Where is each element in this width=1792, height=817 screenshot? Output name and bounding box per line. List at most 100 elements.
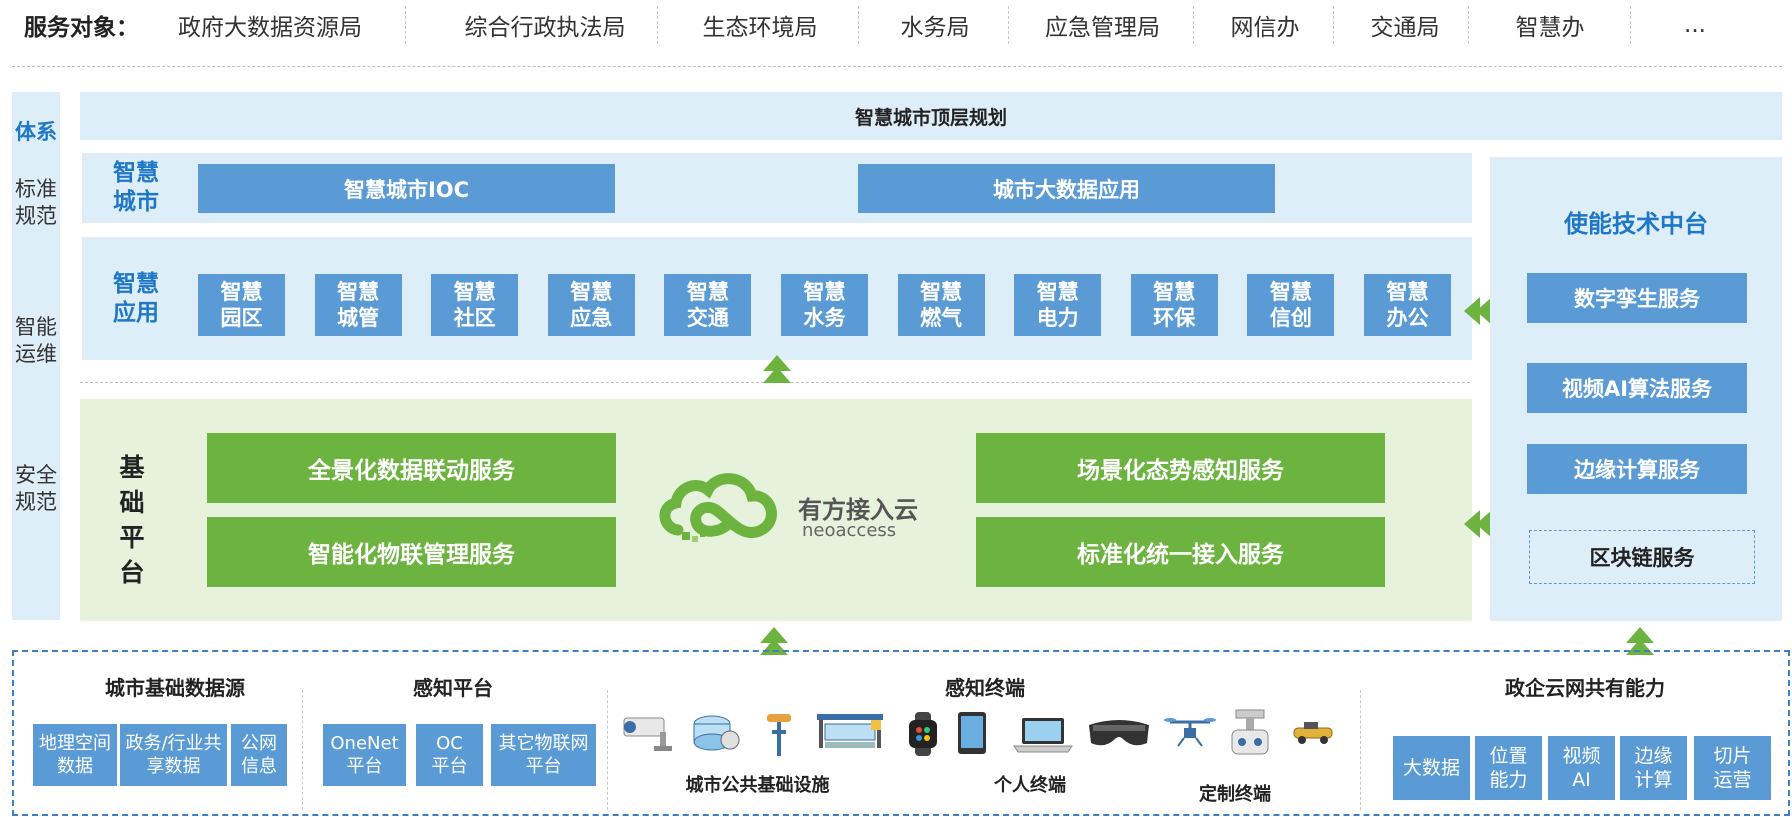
- smart-apps-band: [82, 237, 1472, 360]
- base-service-box: 场景化态势感知服务: [976, 433, 1385, 503]
- separator: [657, 6, 658, 44]
- box-line: 数据: [57, 756, 93, 777]
- city-big-data-box: 城市大数据应用: [858, 164, 1275, 213]
- terminal-caption: 定制终端: [1199, 784, 1271, 805]
- title-line: 城市: [113, 189, 159, 215]
- neoaccess-cloud-logo: [659, 473, 777, 542]
- box-line: 智慧: [920, 280, 963, 304]
- base-platform-title: 基 础 平 台: [112, 450, 152, 590]
- top-plan-banner: 智慧城市顶层规划: [80, 92, 1782, 140]
- perception-platform-title: 感知平台: [413, 676, 493, 700]
- data-sources-title: 城市基础数据源: [105, 676, 245, 700]
- terminal-caption: 个人终端: [994, 775, 1066, 796]
- box-line: 信息: [241, 756, 277, 777]
- service-object-item: 生态环境局: [702, 15, 818, 41]
- box-line: 应急: [570, 306, 613, 330]
- standards-column: [12, 92, 60, 620]
- vr-headset-icon: [1089, 720, 1149, 746]
- box-line: 切片: [1713, 745, 1752, 767]
- box-line: 智慧: [1269, 280, 1312, 304]
- base-service-box: 标准化统一接入服务: [976, 517, 1385, 587]
- box-line: OneNet: [330, 733, 399, 754]
- box-line: 办公: [1386, 306, 1429, 330]
- box-line: 智慧: [1386, 280, 1429, 304]
- enable-platform-title: 使能技术中台: [1564, 210, 1708, 238]
- separator: [1630, 6, 1631, 44]
- box-line: 智慧: [803, 280, 846, 304]
- service-object-item: 交通局: [1370, 15, 1440, 41]
- separator: [1468, 6, 1469, 44]
- left-arrow-icon: [1464, 297, 1492, 325]
- infrastructure-frame: [12, 650, 1790, 816]
- robot-icon: [1231, 709, 1269, 755]
- service-object-item: 网信办: [1230, 15, 1300, 41]
- enable-service-box: 视频AI算法服务: [1527, 363, 1747, 413]
- title-char: 础: [119, 488, 145, 517]
- bus-station-icon: [817, 714, 883, 748]
- box-line: 大数据: [1402, 757, 1460, 779]
- smart-app-box: 智慧环保: [1130, 274, 1218, 336]
- base-service-box: 智能化物联管理服务: [207, 517, 616, 587]
- box-line: 交通: [686, 306, 729, 330]
- data-source-box: 公网信息: [231, 724, 287, 786]
- box-line: 享数据: [146, 756, 201, 777]
- separator: [858, 6, 859, 44]
- agv-vehicle-icon: [1293, 722, 1333, 744]
- title-line: 智慧: [113, 271, 159, 297]
- box-line: 公网: [241, 733, 277, 754]
- smart-app-box: 智慧信创: [1247, 274, 1335, 336]
- separator: [302, 690, 303, 810]
- smart-app-box: 智慧燃气: [897, 274, 985, 336]
- box-line: 智慧: [220, 280, 263, 304]
- box-line: 运营: [1713, 769, 1752, 791]
- tablet-icon: [958, 712, 986, 754]
- smart-city-ioc-box: 智慧城市IOC: [198, 164, 615, 213]
- capability-box: 大数据: [1393, 736, 1470, 800]
- box-line: 能力: [1489, 769, 1528, 791]
- capability-box: 边缘计算: [1620, 736, 1687, 800]
- box-line: 平台: [525, 756, 562, 777]
- service-object-item: 应急管理局: [1045, 15, 1160, 41]
- separator: [1360, 690, 1361, 810]
- data-source-box: 政务/行业共享数据: [120, 724, 227, 786]
- smartwatch-icon: [909, 712, 937, 756]
- service-object-item: 综合行政执法局: [464, 15, 626, 41]
- box-line: 智慧: [1036, 280, 1079, 304]
- service-object-item: ...: [1684, 12, 1706, 38]
- box-line: 边缘: [1634, 745, 1673, 767]
- box-line: 政务/行业共: [125, 733, 222, 754]
- box-line: 计算: [1634, 769, 1673, 791]
- box-line: 电力: [1036, 306, 1079, 330]
- box-line: 园区: [220, 306, 263, 330]
- title-char: 台: [119, 558, 145, 587]
- box-line: 信创: [1269, 306, 1312, 330]
- blockchain-service-box: 区块链服务: [1529, 530, 1755, 584]
- smart-app-box: 智慧水务: [781, 274, 868, 336]
- data-source-box: 地理空间数据: [33, 724, 117, 786]
- smart-app-box: 智慧电力: [1014, 274, 1102, 336]
- service-object-item: 智慧办: [1515, 15, 1585, 41]
- title-line: 应用: [113, 300, 159, 326]
- box-line: 环保: [1153, 306, 1196, 330]
- drone-icon: [1164, 718, 1216, 747]
- laptop-icon: [1013, 718, 1073, 753]
- capability-box: 切片运营: [1694, 736, 1771, 800]
- service-object-item: 政府大数据资源局: [178, 15, 362, 41]
- smart-app-box: 智慧社区: [431, 274, 519, 336]
- terminals-title: 感知终端: [945, 676, 1025, 700]
- box-line: 城管: [337, 306, 380, 330]
- box-line: 智慧: [337, 280, 380, 304]
- box-line: OC: [436, 733, 463, 754]
- smart-apps-title: 智慧 应用: [100, 270, 172, 328]
- service-objects-label: 服务对象：: [24, 15, 139, 41]
- separator: [405, 6, 406, 44]
- smart-app-box: 智慧办公: [1364, 274, 1451, 336]
- box-line: 平台: [431, 756, 468, 777]
- standards-group: 安全规范: [15, 463, 57, 514]
- title-char: 基: [119, 453, 145, 482]
- box-line: 社区: [453, 306, 496, 330]
- terminal-caption: 城市公共基础设施: [685, 775, 830, 796]
- box-line: 位置: [1489, 745, 1528, 767]
- cloud-capabilities-title: 政企云网共有能力: [1505, 676, 1665, 700]
